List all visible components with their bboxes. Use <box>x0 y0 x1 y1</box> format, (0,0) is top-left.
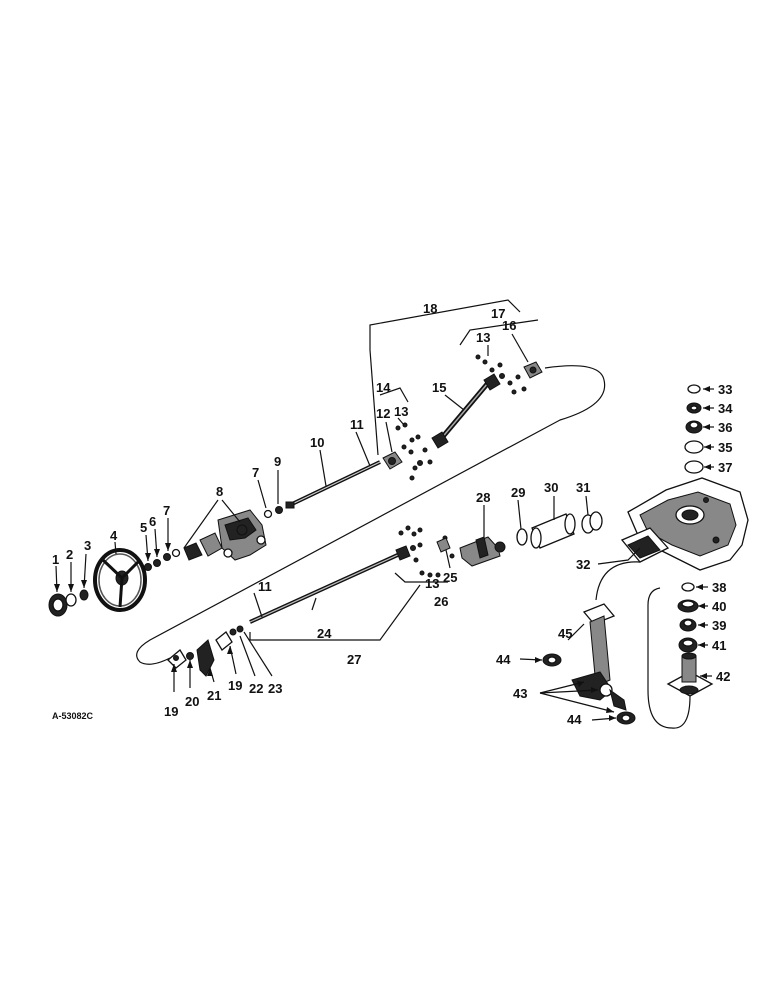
callout-33: 33 <box>718 382 732 397</box>
bearing-balls-upper <box>395 422 433 481</box>
callout-13a: 13 <box>394 404 408 419</box>
callout-7b: 7 <box>252 465 259 480</box>
callout-36: 36 <box>718 420 732 435</box>
callout-32: 32 <box>576 557 590 572</box>
coupling-part <box>459 536 506 567</box>
callout-28: 28 <box>476 490 490 505</box>
intermediate-shaft <box>431 373 501 449</box>
callout-37: 37 <box>718 460 732 475</box>
arrowheads <box>54 386 711 721</box>
callout-23: 23 <box>268 681 282 696</box>
callout-9: 9 <box>274 454 281 469</box>
steering-column-outline <box>136 365 606 665</box>
lower-steering-shaft <box>249 545 411 624</box>
callout-2: 2 <box>66 547 73 562</box>
callout-13c: 13 <box>425 576 439 591</box>
callout-39: 39 <box>712 618 726 633</box>
o-ring-29 <box>516 528 528 546</box>
small-nuts-group <box>144 548 181 571</box>
callout-12: 12 <box>376 406 390 421</box>
o-rings-31 <box>581 511 603 534</box>
callout-17: 17 <box>491 306 505 321</box>
callout-43: 43 <box>513 686 527 701</box>
shaft-washers <box>263 506 283 519</box>
callout-27: 27 <box>347 652 361 667</box>
callout-25: 25 <box>443 570 457 585</box>
bearing-balls-lower <box>398 525 455 578</box>
upper-universal-joint <box>382 451 403 470</box>
callout-6: 6 <box>149 514 156 529</box>
callout-29: 29 <box>511 485 525 500</box>
steering-wheel-part <box>93 548 147 612</box>
callout-4: 4 <box>110 528 118 543</box>
steering-gear-part <box>183 509 267 561</box>
housing-to-spindle-line <box>595 561 691 729</box>
callout-8: 8 <box>216 484 223 499</box>
callout-14: 14 <box>376 380 391 395</box>
lower-yoke-part <box>436 537 451 553</box>
callout-19a: 19 <box>164 704 178 719</box>
callout-44b: 44 <box>567 712 582 727</box>
bearing-balls-top <box>475 354 527 395</box>
knuckle-part <box>571 603 627 711</box>
callout-31: 31 <box>576 480 590 495</box>
upper-steering-shaft <box>285 460 381 509</box>
drawing-code: A-53082C <box>52 711 94 721</box>
callout-11b: 11 <box>258 579 272 594</box>
seal-part-44 <box>542 653 636 725</box>
callout-16: 16 <box>502 318 516 333</box>
callout-42: 42 <box>716 669 730 684</box>
upper-yoke-part <box>523 361 543 379</box>
leader-lines <box>55 299 714 721</box>
callout-18: 18 <box>423 301 437 316</box>
callout-22: 22 <box>249 681 263 696</box>
callout-11a: 11 <box>350 417 364 432</box>
right-parts-column <box>677 384 704 653</box>
callout-45: 45 <box>558 626 572 641</box>
callout-38: 38 <box>712 580 726 595</box>
nut-part <box>79 589 89 601</box>
callout-7a: 7 <box>163 503 170 518</box>
callout-41: 41 <box>712 638 726 653</box>
callout-24: 24 <box>317 626 332 641</box>
callout-20: 20 <box>185 694 199 709</box>
callout-19b: 19 <box>228 678 242 693</box>
callout-30: 30 <box>544 480 558 495</box>
housing-part <box>620 477 749 571</box>
callout-5: 5 <box>140 520 147 535</box>
callout-3: 3 <box>84 538 91 553</box>
callout-34: 34 <box>718 401 733 416</box>
callouts: 1 2 3 4 5 6 7 8 7 9 10 11 12 13 14 15 13… <box>52 301 733 727</box>
washer-part <box>65 593 77 607</box>
callout-13b: 13 <box>476 330 490 345</box>
spindle-part <box>666 652 714 697</box>
callout-15: 15 <box>432 380 446 395</box>
callout-10: 10 <box>310 435 324 450</box>
callout-1: 1 <box>52 552 59 567</box>
callout-26: 26 <box>434 594 448 609</box>
sleeve-part <box>530 513 576 549</box>
callout-44a: 44 <box>496 652 511 667</box>
horn-button-part <box>48 593 68 617</box>
callout-40: 40 <box>712 599 726 614</box>
pitman-arm-parts <box>167 625 244 677</box>
callout-35: 35 <box>718 440 732 455</box>
callout-21: 21 <box>207 688 221 703</box>
